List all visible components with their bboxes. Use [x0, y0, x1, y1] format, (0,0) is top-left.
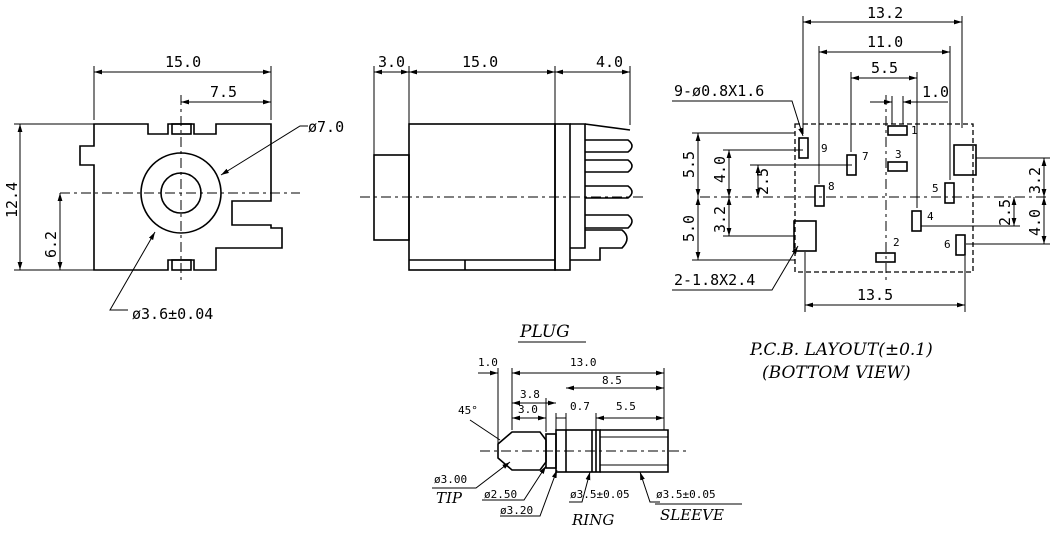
- pcb-slot-spec: 2-1.8X2.4: [674, 271, 755, 289]
- pcb-pin-label-2: 2: [893, 236, 900, 249]
- pcb-pin-label-3: 3: [895, 148, 902, 161]
- pcb-pin-label-8: 8: [828, 180, 835, 193]
- front-dim-height: 12.4: [3, 182, 21, 218]
- pcb-dim-left-upper: 5.5: [680, 151, 698, 178]
- pcb-layout: 1 2 3 4 5 6 7 8 9 13.2 11.0 5.5 1.0 9-ø0…: [672, 4, 1050, 383]
- pcb-hole-8: [814, 185, 825, 207]
- pcb-dim-top-mid: 11.0: [867, 33, 903, 51]
- pcb-pin-label-9: 9: [821, 142, 828, 155]
- plug-dim-sleeve-dia: ø3.5±0.05: [656, 488, 716, 501]
- pcb-dim-top-small: 5.5: [871, 59, 898, 77]
- pcb-hole-4: [911, 210, 922, 232]
- pcb-hole-9: [798, 137, 809, 159]
- pcb-dim-left-lower: 5.0: [680, 215, 698, 242]
- pcb-hole-6: [955, 234, 966, 256]
- pcb-pin-label-6: 6: [944, 238, 951, 251]
- pcb-dim-left-upper-inner: 4.0: [711, 156, 729, 183]
- plug-label-sleeve: SLEEVE: [660, 506, 724, 524]
- plug-label-ring: RING: [571, 511, 614, 529]
- pcb-hole-spec: 9-ø0.8X1.6: [674, 82, 764, 100]
- plug-title: PLUG: [519, 322, 570, 342]
- plug-dim-neck-dia: ø2.50: [484, 488, 517, 501]
- plug-label-tip: TIP: [436, 489, 463, 507]
- pcb-hole-2: [875, 252, 896, 263]
- pcb-title: P.C.B. LAYOUT(±0.1): [749, 340, 933, 360]
- side-view: 3.0 15.0 4.0: [360, 53, 645, 271]
- pcb-dim-top-pin: 1.0: [922, 83, 949, 101]
- pcb-slot-right: [953, 144, 977, 176]
- side-dim-body: 15.0: [462, 53, 498, 71]
- pcb-hole-1: [887, 125, 908, 136]
- plug-dim-tip-dia: ø3.00: [434, 473, 467, 486]
- pcb-dim-bottom: 13.5: [857, 286, 893, 304]
- plug-dim-5-5: 5.5: [616, 400, 636, 413]
- plug-dim-ring-dia: ø3.5±0.05: [570, 488, 630, 501]
- plug-dim-3-8: 3.8: [520, 388, 540, 401]
- front-dim-half-width: 7.5: [210, 83, 237, 101]
- pcb-pin-label-4: 4: [927, 210, 934, 223]
- pcb-dim-right-upper: 3.2: [1026, 167, 1044, 194]
- pcb-dim-right-lower: 4.0: [1026, 209, 1044, 236]
- pcb-pin-label-1: 1: [911, 124, 918, 137]
- front-dim-center-height: 6.2: [42, 231, 60, 258]
- side-dim-front: 3.0: [378, 53, 405, 71]
- plug-dim-3-0: 3.0: [518, 403, 538, 416]
- pcb-dim-right-center: 2.5: [996, 199, 1014, 226]
- pcb-hole-5: [944, 182, 955, 204]
- front-dim-outer-dia: ø7.0: [308, 118, 344, 136]
- plug-dim-angle: 45°: [458, 404, 478, 417]
- front-dim-hole-dia: ø3.6±0.04: [132, 305, 213, 323]
- plug-dim-0-7: 0.7: [570, 400, 590, 413]
- side-dim-pins: 4.0: [596, 53, 623, 71]
- pcb-hole-3: [887, 161, 908, 172]
- plug-drawing: PLUG 1.0 13.0 8.5 3.8 3.0 0.7 5.: [432, 322, 742, 529]
- front-view: 15.0 7.5 12.4 6.2 ø7.0 ø3.6±0.04: [3, 53, 344, 323]
- front-dim-width: 15.0: [165, 53, 201, 71]
- pcb-dim-top-total: 13.2: [867, 4, 903, 22]
- pcb-dim-left-lower-inner: 3.2: [711, 206, 729, 233]
- pcb-subtitle: (BOTTOM VIEW): [762, 363, 911, 383]
- pcb-dim-left-center: 2.5: [754, 168, 772, 195]
- plug-dim-8-5: 8.5: [602, 374, 622, 387]
- pcb-pin-label-5: 5: [932, 182, 939, 195]
- plug-dim-ring-dia-small: ø3.20: [500, 504, 533, 517]
- plug-dim-total: 13.0: [570, 356, 597, 369]
- plug-dim-tip-len: 1.0: [478, 356, 498, 369]
- pcb-pin-label-7: 7: [862, 150, 869, 163]
